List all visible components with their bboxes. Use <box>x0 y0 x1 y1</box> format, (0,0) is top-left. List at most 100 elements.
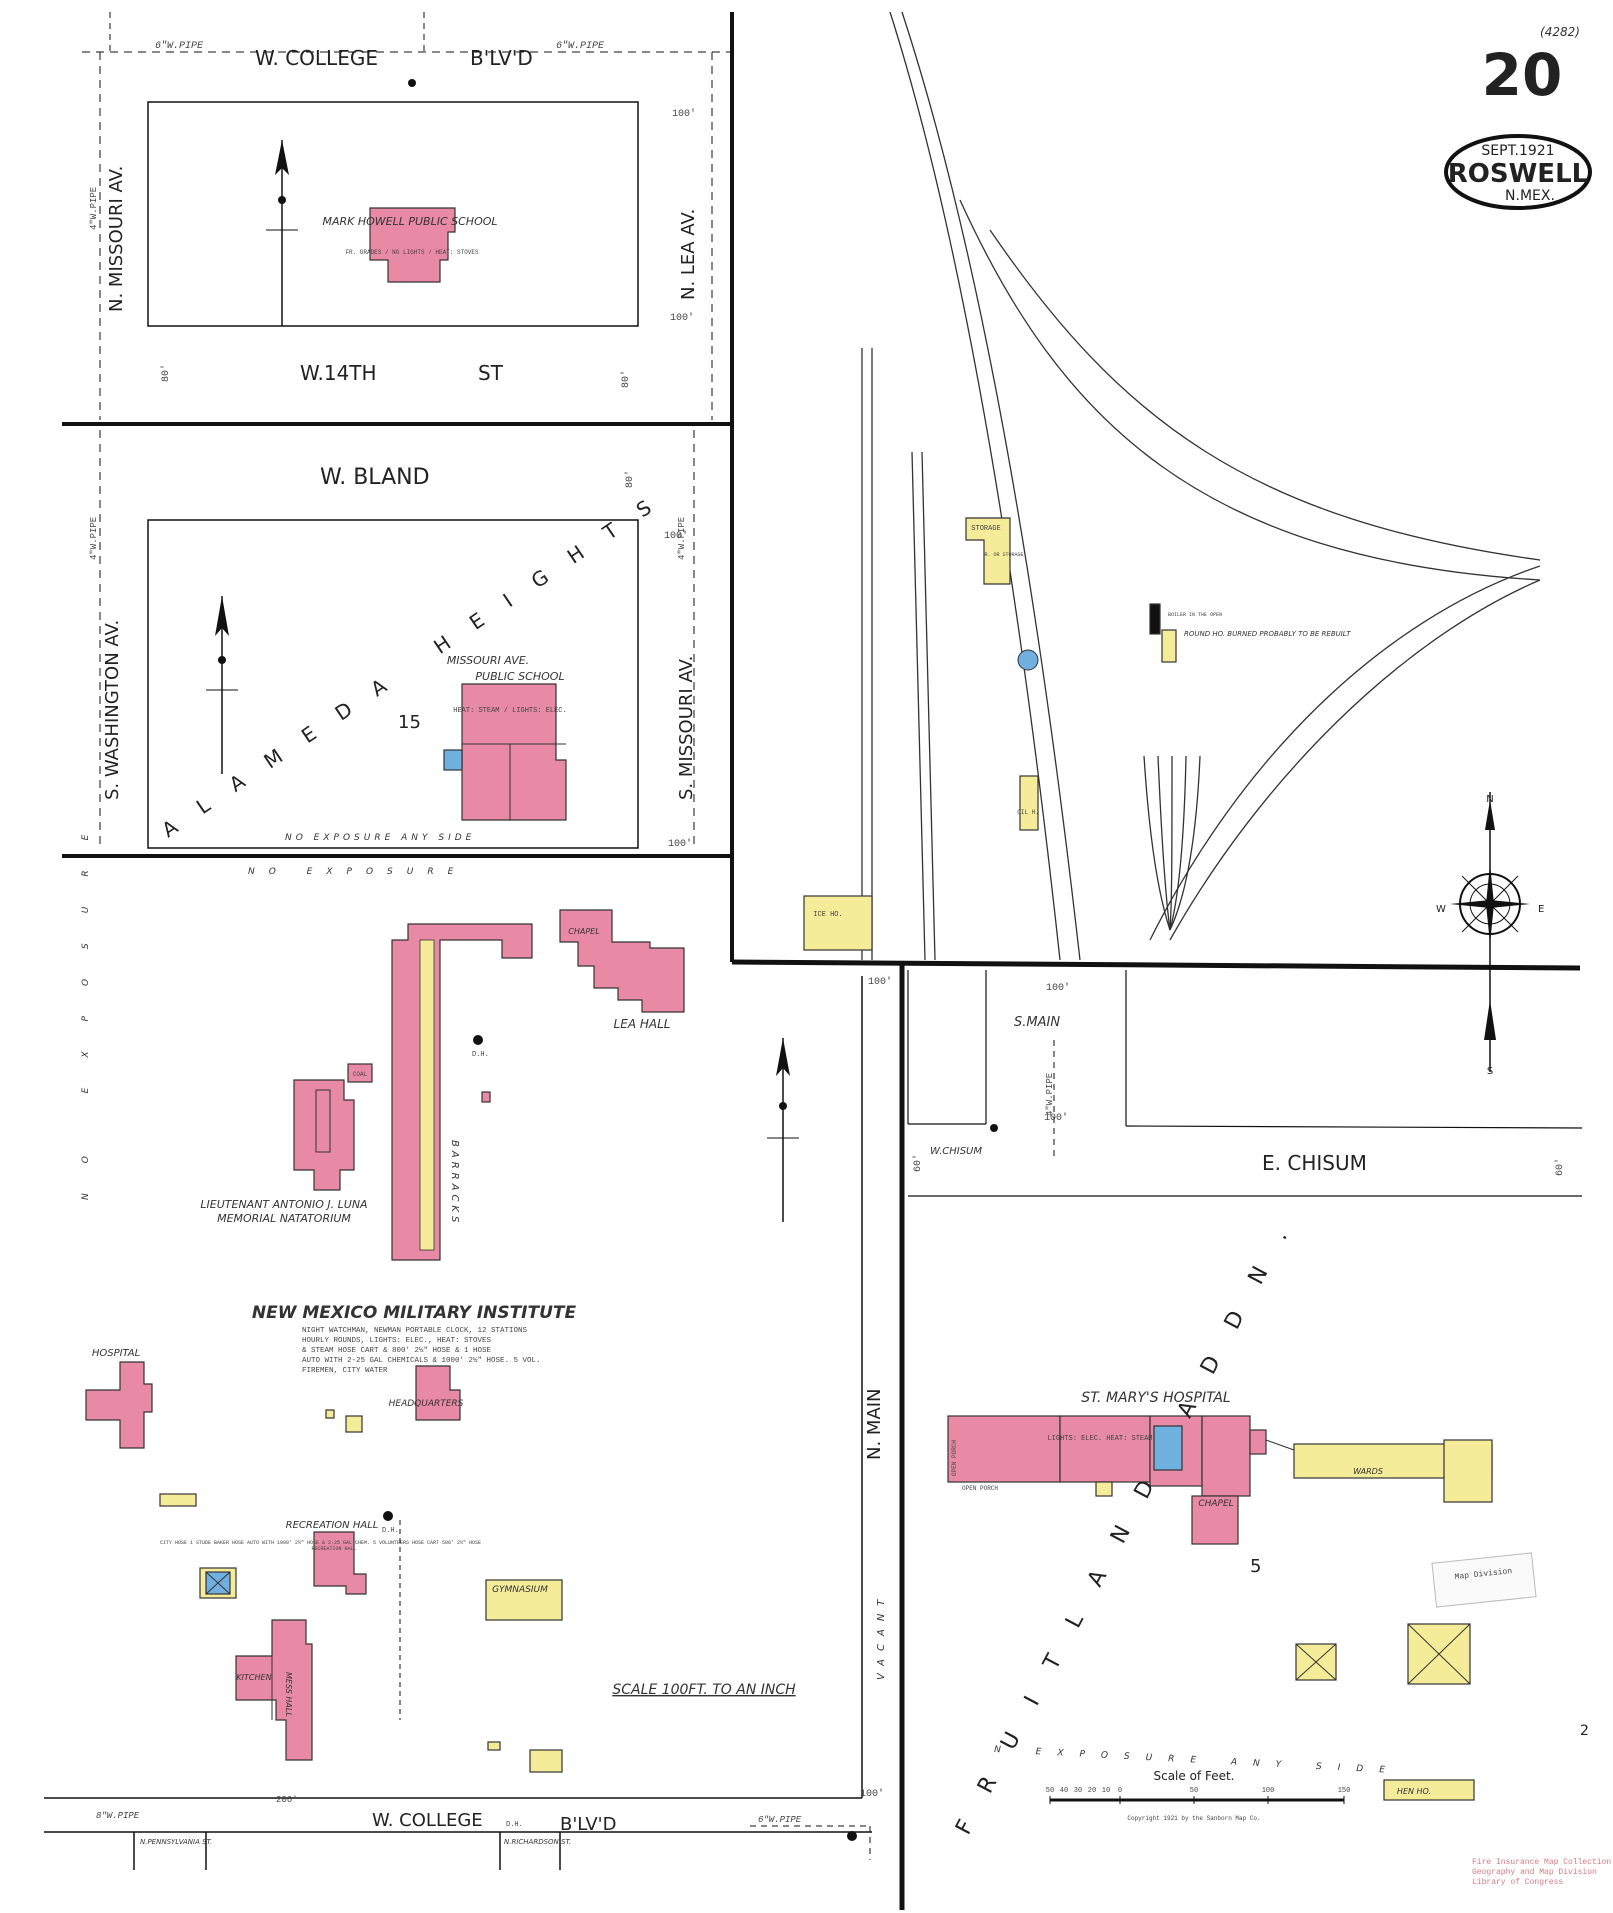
hydrant-marker <box>990 1124 998 1132</box>
missouri-school-label-2: PUBLIC SCHOOL <box>475 670 564 683</box>
nmmi-boundary <box>44 976 863 1799</box>
nmmi-note-1: NIGHT WATCHMAN, NEWMAN PORTABLE CLOCK, 1… <box>302 1327 528 1335</box>
headquarters-label: HEADQUARTERS <box>389 1399 464 1409</box>
sheet-number: 20 <box>1482 41 1563 109</box>
headquarters-building <box>415 1365 461 1421</box>
storage-note: R. OR STORAGE <box>984 552 1023 558</box>
north-arrow-icon <box>206 596 238 774</box>
lea-hall-building <box>559 909 685 1013</box>
side-mark: 2 <box>1580 1723 1589 1739</box>
mark-howell-school-building <box>369 207 456 283</box>
street-s-missouri: S. MISSOURI AV. <box>676 656 697 800</box>
barracks-building <box>391 923 533 1261</box>
railroad-tracks <box>861 11 1541 961</box>
pipe-label: 4"W.PIPE <box>89 517 99 560</box>
missouri-ave-school-building <box>443 683 567 821</box>
scale-title: Scale of Feet. <box>1153 1769 1234 1783</box>
dim-label: 80' <box>624 470 636 488</box>
natatorium-building <box>293 1063 373 1191</box>
scale-tick: 50 <box>1046 1787 1054 1795</box>
subdivision-label: FRUITLAND ADDN. <box>951 1196 1309 1839</box>
st-marys-hospital-building <box>947 1415 1493 1545</box>
gymnasium-building <box>485 1579 563 1621</box>
st-marys-note: LIGHTS: ELEC. HEAT: STEAM <box>1047 1435 1152 1443</box>
street-w-college-top: W. COLLEGE <box>255 46 378 70</box>
city-hose-note: CITY HOSE 1 STUDE BAKER HOSE AUTO WITH 1… <box>160 1540 481 1546</box>
exposure-note: NO EXPOSURE <box>248 867 467 877</box>
kitchen-label: KITCHEN <box>236 1673 271 1682</box>
pipe-label: 4"W.PIPE <box>89 187 99 230</box>
pipe-label: 4"W.PIPE <box>677 517 687 560</box>
small-frame-structure <box>487 1741 501 1751</box>
street-w-bland: W. BLAND <box>320 465 430 490</box>
dim-label: 60' <box>912 1154 924 1172</box>
map-id: (4282) <box>1540 25 1580 39</box>
nmmi-note-5: FIREMEN, CITY WATER <box>302 1367 388 1375</box>
dim-label: 100' <box>664 530 688 542</box>
state-name: N.MEX. <box>1505 188 1555 204</box>
street-s-washington: S. WASHINGTON AV. <box>102 620 123 800</box>
city-cartouche: SEPT.1921 ROSWELL N.MEX. <box>1444 134 1592 210</box>
north-arrow-icon <box>767 1038 799 1222</box>
pipe-label: 4"W.PIPE <box>1045 1073 1055 1116</box>
scale-tick: 50 <box>1190 1787 1198 1795</box>
nmmi-title: NEW MEXICO MILITARY INSTITUTE <box>252 1303 577 1323</box>
dim-label: 100' <box>860 1788 884 1800</box>
wards-label: WARDS <box>1353 1467 1383 1476</box>
dim-label: 100' <box>868 976 892 988</box>
street-n-pennsylvania: N.PENNSYLVANIA ST. <box>140 1838 212 1846</box>
st-marys-label: ST. MARY'S HOSPITAL <box>1081 1390 1230 1406</box>
city-hose-house <box>199 1567 237 1599</box>
pipe-label: 6"W.PIPE <box>758 1815 802 1825</box>
street-s-main: S.MAIN <box>1014 1015 1060 1030</box>
hydrant-marker <box>847 1831 857 1841</box>
recreation-hall-building <box>313 1531 367 1595</box>
hospital-label: HOSPITAL <box>92 1348 140 1359</box>
natatorium-label-2: MEMORIAL NATATORIUM <box>217 1212 351 1225</box>
nmmi-hospital-building <box>85 1361 153 1449</box>
block-alameda-heights <box>99 430 695 850</box>
small-frame-structure <box>345 1415 363 1433</box>
sheet-boundaries <box>62 12 1581 1910</box>
storage-building <box>965 517 1011 585</box>
small-frame-structure <box>325 1409 335 1419</box>
detached-frame-structures <box>1295 1623 1471 1685</box>
street-w-college-top-suffix: B'LV'D <box>470 46 533 70</box>
dim-label: 100' <box>668 838 692 850</box>
exposure-note: NO EXPOSURE ANY SIDE <box>285 833 475 843</box>
hen-house-label: HEN HO. <box>1397 1787 1431 1796</box>
oil-house <box>1019 775 1039 831</box>
round-house-annex <box>1161 629 1177 663</box>
mark-howell-note: FR. GRADES / NO LIGHTS / HEAT: STOVES <box>345 249 479 256</box>
scale-tick: 100 <box>1262 1787 1275 1795</box>
ice-house-label: ICE HO. <box>813 911 842 919</box>
missouri-school-note: HEAT: STEAM / LIGHTS: ELEC. <box>453 707 566 715</box>
north-arrow-icon <box>266 140 298 326</box>
barracks-label: BARRACKS <box>449 1140 460 1226</box>
scale-bar <box>1049 1796 1345 1804</box>
dh-label: D.H. <box>506 1821 523 1829</box>
street-w-chisum: W.CHISUM <box>930 1146 982 1157</box>
scale-tick: 10 <box>1102 1787 1110 1795</box>
dim-label: 100' <box>1046 982 1070 994</box>
scale-tick: 40 <box>1060 1787 1068 1795</box>
block-number: 15 <box>398 712 421 733</box>
scale-tick: 30 <box>1074 1787 1082 1795</box>
compass-s: S <box>1487 1066 1493 1077</box>
dim-label: 80' <box>620 370 632 388</box>
tank-icon <box>1017 649 1039 671</box>
nmmi-note-3: & STEAM HOSE CART & 800' 2½" HOSE & 1 HO… <box>302 1346 492 1355</box>
small-frame-structure <box>159 1493 197 1507</box>
scale-tick: 20 <box>1088 1787 1096 1795</box>
missouri-school-label-1: MISSOURI AVE. <box>447 654 529 667</box>
mess-hall-building <box>235 1619 313 1761</box>
round-house-note: ROUND HO. BURNED PROBABLY TO BE REBUILT <box>1184 630 1351 638</box>
hydrant-marker <box>383 1511 393 1521</box>
chisum-blocks <box>907 970 1583 1197</box>
open-porch-label: OPEN PORCH <box>951 1440 958 1476</box>
hydrant-marker <box>408 79 416 87</box>
nmmi-note-2: HOURLY ROUNDS, LIGHTS: ELEC., HEAT: STOV… <box>302 1337 492 1345</box>
hen-house <box>1383 1779 1475 1801</box>
storage-label: STORAGE <box>971 525 1000 533</box>
